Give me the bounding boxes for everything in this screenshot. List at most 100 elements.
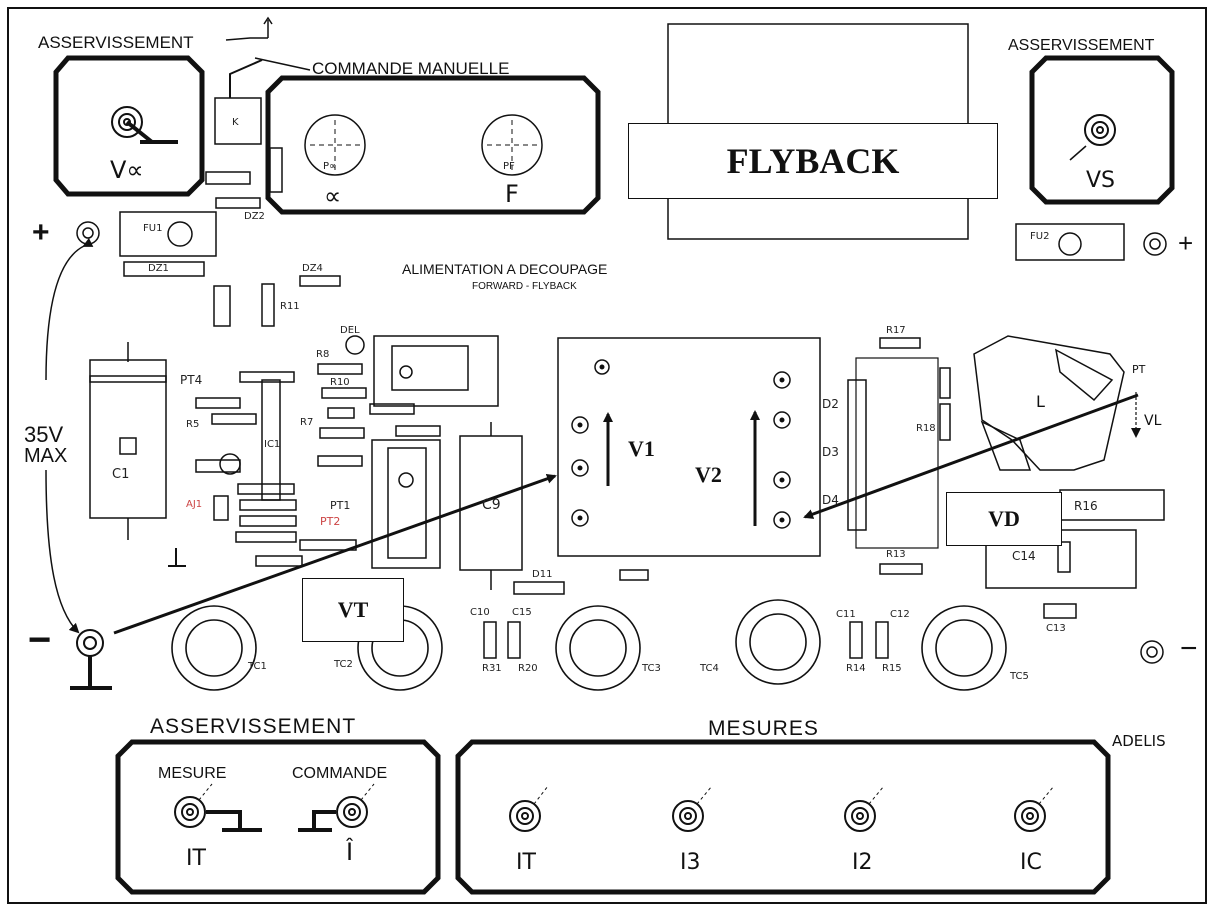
mesures-label: MESURES <box>708 717 819 740</box>
r11-label: R11 <box>280 301 300 312</box>
c11-label: C11 <box>836 609 856 620</box>
l-label: L <box>1036 392 1045 411</box>
vd-arrow <box>803 393 1139 519</box>
asserv-top-right-label: ASSERVISSEMENT <box>1008 37 1155 54</box>
plus-left-label: + <box>32 216 50 249</box>
pot-alpha <box>304 114 366 176</box>
d4-label: D4 <box>822 493 839 507</box>
v-alpha-box <box>53 55 205 197</box>
dz4-label: DZ4 <box>302 263 323 274</box>
alpha-label: ∝ <box>324 182 342 210</box>
asserv-bottom-label: ASSERVISSEMENT <box>150 715 357 738</box>
board-title: ALIMENTATION A DECOUPAGE <box>402 261 608 277</box>
vl-label: VL <box>1144 413 1162 429</box>
tc1-toroid <box>171 605 257 691</box>
mesure-label: MESURE <box>158 765 227 782</box>
regulator <box>371 439 441 569</box>
asserv-top-left-label: ASSERVISSEMENT <box>38 33 194 52</box>
minus-left-label: − <box>28 618 52 662</box>
r14-label: R14 <box>846 663 866 674</box>
r20-label: R20 <box>518 663 538 674</box>
i2-label: I2 <box>852 850 873 875</box>
tc4-toroid <box>735 599 821 685</box>
c9-label: C9 <box>482 497 501 513</box>
v1-label: V1 <box>628 436 655 461</box>
tc3-label: TC3 <box>642 663 661 674</box>
fu1-holder <box>119 211 217 257</box>
minus-terminal-left <box>76 629 104 657</box>
p-f-label: PF <box>503 161 515 172</box>
switch-k <box>214 97 262 145</box>
heatsink-block <box>557 337 821 557</box>
c12-label: C12 <box>890 609 910 620</box>
tc4-label: TC4 <box>700 663 719 674</box>
plus-terminal-right <box>1143 232 1167 256</box>
c1-capacitor <box>89 375 167 519</box>
c14-label: C14 <box>1012 549 1036 563</box>
vs-label: VS <box>1086 168 1116 193</box>
aj1-label: AJ1 <box>186 499 203 510</box>
r18-label: R18 <box>916 423 936 434</box>
c10-label: C10 <box>470 607 490 618</box>
i3-label: I3 <box>680 850 701 875</box>
c15-label: C15 <box>512 607 532 618</box>
tc1-label: TC1 <box>248 661 267 672</box>
commande-label: COMMANDE <box>292 765 388 782</box>
dz1-label: DZ1 <box>148 263 169 274</box>
r7-label: R7 <box>300 417 314 428</box>
fu1-label: FU1 <box>143 223 163 234</box>
mesures-box <box>455 739 1111 895</box>
pot-f <box>481 114 543 176</box>
vt-arrow <box>113 473 557 635</box>
relay-box <box>373 335 499 407</box>
board-subtitle: FORWARD - FLYBACK <box>472 281 577 292</box>
r31-label: R31 <box>482 663 502 674</box>
del-label: DEL <box>340 325 360 336</box>
d2-label: D2 <box>822 397 839 411</box>
minus-terminal-right <box>1140 640 1164 664</box>
d3-label: D3 <box>822 445 839 459</box>
flyback-label: FLYBACK <box>628 123 998 199</box>
r17-label: R17 <box>886 325 906 336</box>
inductor-l <box>973 335 1125 471</box>
commande-manuelle-label: COMMANDE MANUELLE <box>312 59 510 78</box>
dz2-label: DZ2 <box>244 211 265 222</box>
d11-label: D11 <box>532 569 553 580</box>
k-label: K <box>232 117 239 128</box>
c13-label: C13 <box>1046 623 1066 634</box>
outer-frame <box>7 7 1207 904</box>
r5-label: R5 <box>186 419 200 430</box>
fu2-label: FU2 <box>1030 231 1050 242</box>
asserv-bottom-box <box>115 739 441 895</box>
it-left-label: IT <box>186 846 206 871</box>
fu2-holder <box>1015 223 1125 261</box>
r8-label: R8 <box>316 349 330 360</box>
ic-label: IC <box>1020 850 1042 875</box>
voltage-label: 35V <box>24 422 64 447</box>
pt-label: PT <box>1132 363 1146 376</box>
r15-label: R15 <box>882 663 902 674</box>
v2-label: V2 <box>695 462 722 487</box>
p-alpha-label: P∝ <box>323 161 337 172</box>
pt4-label: PT4 <box>180 373 203 387</box>
plus-right-label: + <box>1178 228 1194 258</box>
plus-terminal-left <box>76 221 100 245</box>
r10-label: R10 <box>330 377 350 388</box>
minus-right-label: − <box>1180 632 1198 665</box>
max-label: MAX <box>24 445 68 467</box>
alpha-f-box <box>265 75 601 215</box>
it-label: IT <box>516 850 536 875</box>
tc5-label: TC5 <box>1010 671 1029 682</box>
c1-label: C1 <box>112 467 130 482</box>
i-hat-label: Î <box>346 838 354 866</box>
pt2-label: PT2 <box>320 515 341 528</box>
v-alpha-label: V∝ <box>110 156 144 184</box>
tc3-toroid <box>555 605 641 691</box>
vt-label: VT <box>302 578 404 642</box>
vd-label: VD <box>946 492 1062 546</box>
f-label: F <box>505 180 519 208</box>
ic1-label: IC1 <box>264 439 281 450</box>
tc2-label: TC2 <box>334 659 353 670</box>
